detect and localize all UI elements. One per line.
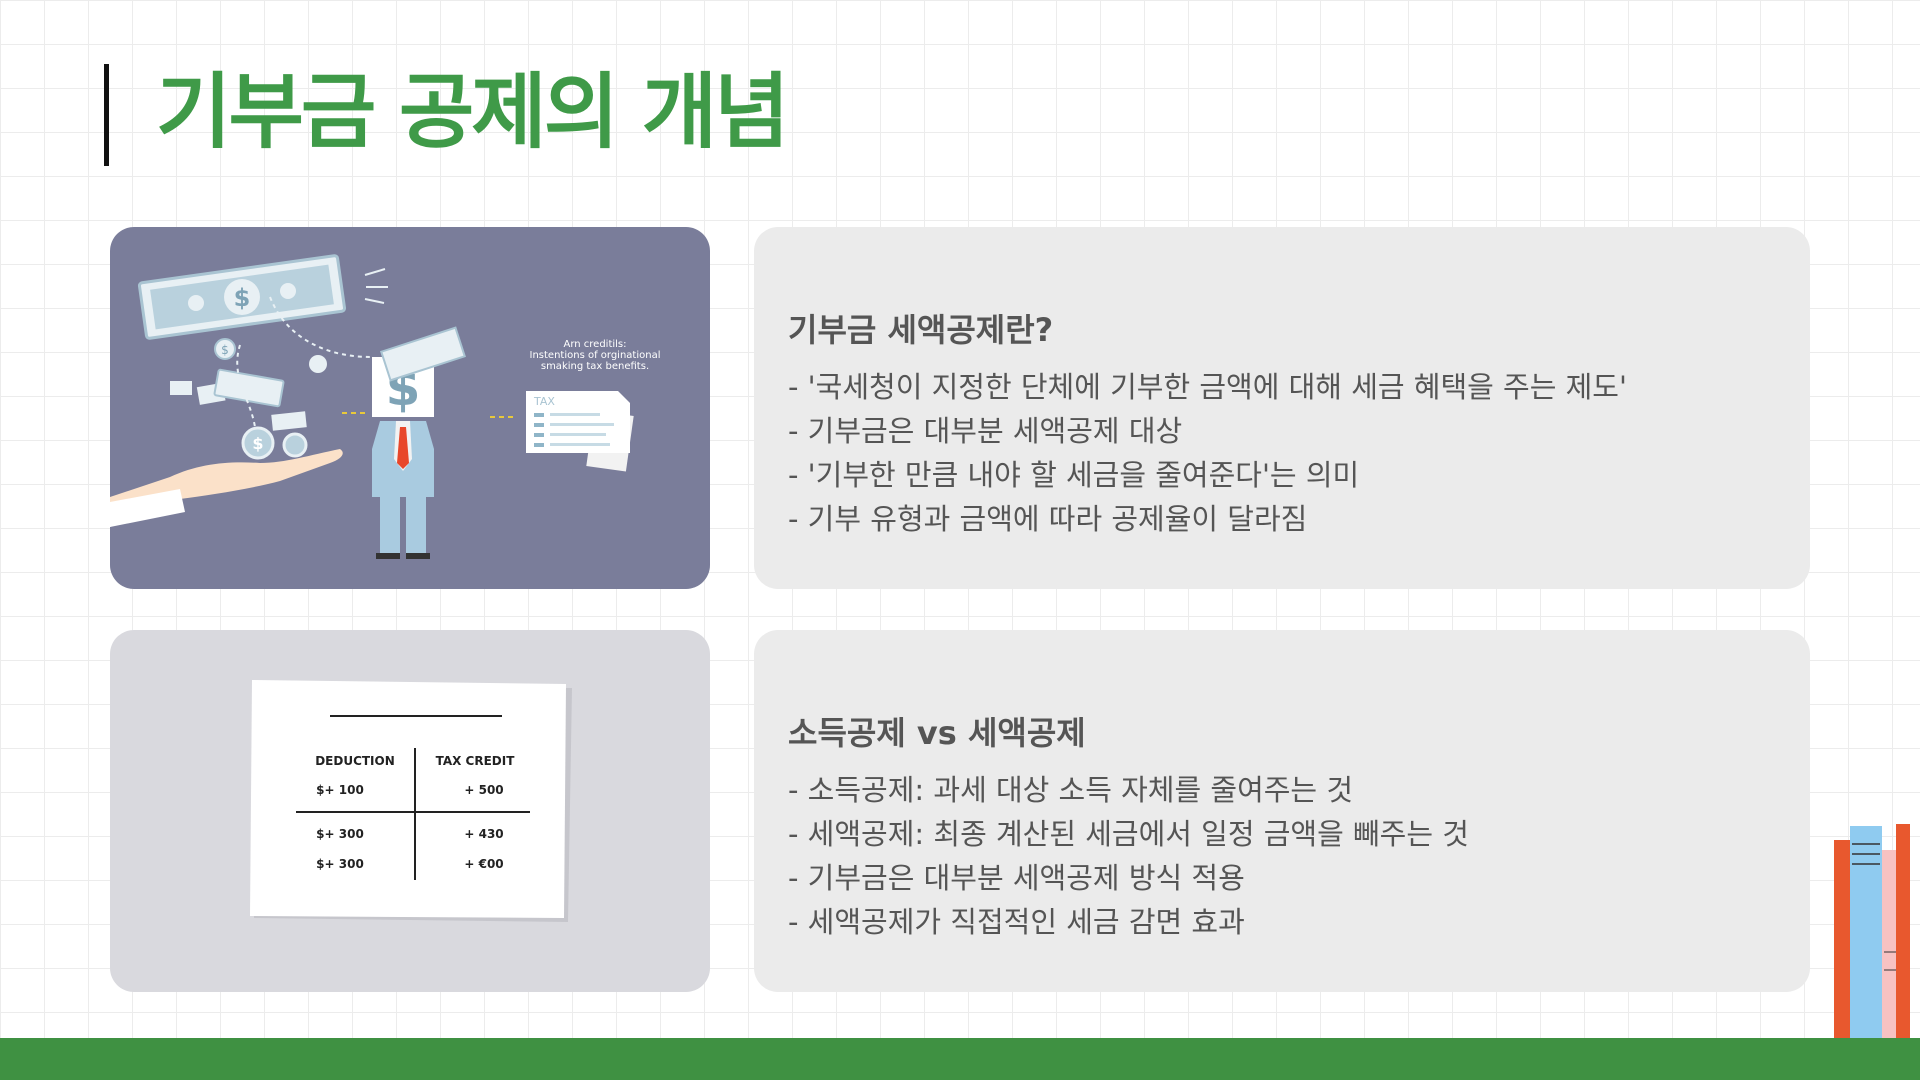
table-cell: $+ 100 — [316, 783, 364, 797]
list-item: - 기부금은 대부분 세액공제 방식 적용 — [788, 861, 1245, 895]
table-cell: + 430 — [464, 827, 503, 841]
deduction-table-illustration: DEDUCTION TAX CREDIT $+ 100 + 500 $+ 300… — [110, 630, 710, 992]
svg-text:$: $ — [221, 343, 229, 357]
tax-document-icon: TAX — [526, 391, 634, 472]
table-header-deduction: DEDUCTION — [315, 754, 395, 768]
table-cell: + 500 — [464, 783, 503, 797]
table-header-tax-credit: TAX CREDIT — [436, 754, 516, 768]
footer-bar — [0, 1038, 1920, 1080]
definition-list: - '국세청이 지정한 단체에 기부한 금액에 대해 세금 혜택을 주는 제도'… — [788, 365, 1776, 541]
coin-icons: $ $ — [170, 338, 327, 460]
illustration-caption-line-3: smaking tax benefits. — [541, 361, 649, 372]
list-item: - 기부 유형과 금액에 따라 공제율이 달라짐 — [788, 502, 1308, 536]
list-item: - 세액공제가 직접적인 세금 감면 효과 — [788, 905, 1245, 939]
tax-credit-definition-card: 기부금 세액공제란? - '국세청이 지정한 단체에 기부한 금액에 대해 세금… — [754, 227, 1810, 589]
list-item: - '국세청이 지정한 단체에 기부한 금액에 대해 세금 혜택을 주는 제도' — [788, 370, 1627, 404]
svg-text:TAX: TAX — [533, 395, 555, 408]
books-icon — [1834, 824, 1910, 1038]
list-item: - 소득공제: 과세 대상 소득 자체를 줄여주는 것 — [788, 773, 1354, 807]
table-cell: $+ 300 — [316, 827, 364, 841]
paper-sheet-icon — [250, 680, 572, 922]
title-accent-bar — [104, 64, 109, 166]
table-cell: + €00 — [464, 857, 503, 871]
illustration-caption-line-2: Instentions of orginational — [530, 350, 661, 361]
tax-credit-illustration: $ $ $ $ — [110, 227, 710, 589]
table-cell: $+ 300 — [316, 857, 364, 871]
slide-title: 기부금 공제의 개념 — [156, 65, 790, 160]
svg-text:$: $ — [234, 284, 251, 312]
list-item: - 세액공제: 최종 계산된 세금에서 일정 금액을 빼주는 것 — [788, 817, 1469, 851]
banknote-icon: $ — [137, 254, 347, 340]
list-item: - 기부금은 대부분 세액공제 대상 — [788, 414, 1183, 448]
open-hand-icon — [110, 449, 343, 527]
list-item: - '기부한 만큼 내야 할 세금을 줄여준다'는 의미 — [788, 458, 1360, 492]
section-heading: 기부금 세액공제란? — [788, 311, 1054, 349]
comparison-list: - 소득공제: 과세 대상 소득 자체를 줄여주는 것 - 세액공제: 최종 계… — [788, 768, 1776, 944]
businessman-icon: $ — [372, 326, 466, 559]
svg-text:$: $ — [252, 434, 263, 453]
deduction-comparison-card: 소득공제 vs 세액공제 - 소득공제: 과세 대상 소득 자체를 줄여주는 것… — [754, 630, 1810, 992]
section-heading: 소득공제 vs 세액공제 — [788, 714, 1086, 752]
illustration-caption-line-1: Arn creditils: — [563, 339, 626, 350]
